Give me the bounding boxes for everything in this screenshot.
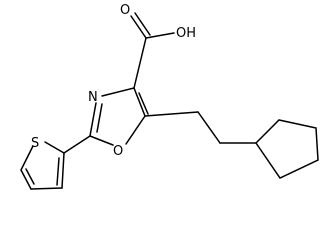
bond-c4-c5-double [138,92,149,115]
bond-n3-c2-double [96,103,103,133]
ring-nitrogen-label: N [88,90,98,105]
cyclopentane-ring [255,119,319,179]
bond-thio-c5-c4-double [25,168,35,185]
cyclopentane-outline [255,119,319,179]
bond-thio-c2-s [44,141,65,154]
ring-oxygen-label: O [113,144,123,159]
chemical-structure-diagram: O OH N O S [20,3,319,190]
bond-c4-c5 [133,87,146,117]
sulfur-label: S [31,136,39,151]
carbonyl-oxygen-label: O [120,3,130,18]
bond-c5-ch2 [144,111,199,117]
bond-s-thio-c5 [20,145,34,171]
bond-carbonyl-double-2 [134,12,151,36]
bond-thio-c3-c2-double [56,157,60,186]
hydroxyl-label: OH [176,26,196,41]
bond-thio-c3-c2 [61,152,65,189]
bond-ch2-ch2 [197,111,221,144]
bond-thio-c5-c4 [20,169,32,190]
bond-carboxyl-hydroxyl [145,32,175,39]
oxazole-ring: N O [88,87,149,159]
ethyl-linker [144,111,257,144]
bond-n3-c2 [89,102,97,137]
thiophene-ring: S [20,135,91,190]
bond-c2-o1 [89,135,114,146]
carboxylic-acid-group: O OH [120,3,196,89]
bond-thio-c4-c3 [30,187,63,190]
bond-carbonyl-double-1 [130,15,147,39]
bond-c2-thiophene [63,135,91,154]
bond-c4-carboxyl-carbon [133,37,147,89]
bond-c4-n3 [101,87,135,97]
bond-o1-c5 [125,115,146,145]
